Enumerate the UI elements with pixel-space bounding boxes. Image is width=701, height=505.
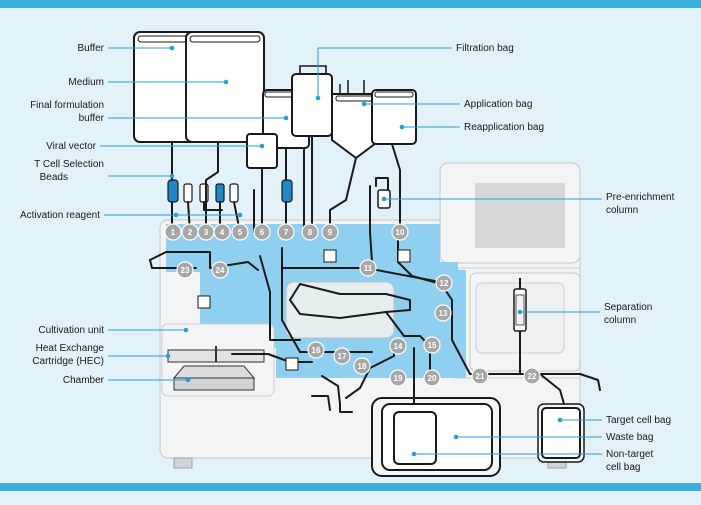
valve-14-label: 14 xyxy=(394,342,403,351)
medium-bag xyxy=(185,31,265,143)
valve-19-label: 19 xyxy=(394,374,403,383)
valve-4-label: 4 xyxy=(220,228,225,237)
valve-22-circle xyxy=(523,367,541,385)
label-waste-bag: Waste bag xyxy=(606,432,653,443)
valve-6-label: 6 xyxy=(260,228,265,237)
label-tcell-beads-line2: Beads xyxy=(40,172,68,183)
display-screen xyxy=(475,183,565,248)
label-separation-line1: Separation xyxy=(604,302,652,313)
label-final-formulation-line2: buffer xyxy=(79,113,105,124)
filtration-bag xyxy=(291,73,333,137)
valve-18-circle xyxy=(353,357,371,375)
chamber xyxy=(172,365,256,391)
leader-dots xyxy=(165,45,563,457)
label-chamber: Chamber xyxy=(63,375,105,386)
label-hec-line2: Cartridge (HEC) xyxy=(32,356,104,367)
valve-23-label: 23 xyxy=(181,266,190,275)
valve-6-circle xyxy=(253,223,271,241)
label-medium: Medium xyxy=(68,77,104,88)
top-band xyxy=(0,0,701,8)
left-labels: Buffer Medium Final formulation buffer V… xyxy=(20,43,105,386)
valve-17-circle xyxy=(333,347,351,365)
valve-8-circle xyxy=(301,223,319,241)
valve-10-label: 10 xyxy=(396,228,405,237)
foot-left xyxy=(173,457,193,469)
valve-5-circle xyxy=(231,223,249,241)
valve-13-circle xyxy=(434,304,452,322)
label-separation-line2: column xyxy=(604,315,636,326)
label-application-bag: Application bag xyxy=(464,99,532,110)
valve-16-circle xyxy=(307,341,325,359)
valve-17-label: 17 xyxy=(338,352,347,361)
target-cell-bag xyxy=(541,407,581,459)
reapplication-bag xyxy=(371,89,417,145)
bottom-band xyxy=(0,483,701,491)
valve-3-label: 3 xyxy=(204,228,209,237)
label-hec-line1: Heat Exchange xyxy=(36,343,105,354)
valve-21-circle xyxy=(471,367,489,385)
valve-13-label: 13 xyxy=(439,309,448,318)
valve-12-label: 12 xyxy=(440,279,449,288)
label-non-target-line2: cell bag xyxy=(606,462,640,473)
valve-14-circle xyxy=(389,337,407,355)
valve-5-label: 5 xyxy=(238,228,243,237)
viral-vector-bag xyxy=(246,133,278,169)
leader-lines xyxy=(100,47,602,455)
label-cultivation-unit: Cultivation unit xyxy=(38,325,104,336)
valve-11-circle xyxy=(359,259,377,277)
label-buffer: Buffer xyxy=(78,43,105,54)
valve-10-circle xyxy=(391,223,409,241)
label-filtration-bag: Filtration bag xyxy=(456,43,514,54)
separation-column xyxy=(475,278,565,354)
valve-1-circle xyxy=(164,223,182,241)
valve-7-label: 7 xyxy=(284,228,289,237)
valve-18-label: 18 xyxy=(358,362,367,371)
valve-20-circle xyxy=(423,369,441,387)
label-target-cell-bag: Target cell bag xyxy=(606,415,671,426)
valve-15-label: 15 xyxy=(428,341,437,350)
valve-12-circle xyxy=(435,274,453,292)
valve-8-label: 8 xyxy=(308,228,313,237)
pinch-valves xyxy=(197,249,411,371)
label-tcell-beads-line1: T Cell Selection xyxy=(34,159,104,170)
label-pre-enrichment-line2: column xyxy=(606,205,638,216)
right-labels: Filtration bag Application bag Reapplica… xyxy=(456,43,675,473)
valve-15-circle xyxy=(423,336,441,354)
valve-23-circle xyxy=(176,261,194,279)
valve-16-label: 16 xyxy=(312,346,321,355)
label-non-target-line1: Non-target xyxy=(606,449,653,460)
non-target-cell-bag xyxy=(393,411,437,465)
valve-24-circle xyxy=(211,261,229,279)
valve-1-label: 1 xyxy=(171,228,176,237)
valve-4-circle xyxy=(213,223,231,241)
valve-9-circle xyxy=(321,223,339,241)
valve-7-circle xyxy=(277,223,295,241)
label-pre-enrichment-line1: Pre-enrichment xyxy=(606,192,675,203)
valve-2-label: 2 xyxy=(188,228,193,237)
valve-11-label: 11 xyxy=(364,264,373,273)
valve-24-label: 24 xyxy=(216,266,225,275)
valve-9-label: 9 xyxy=(328,228,333,237)
reagent-tubes xyxy=(167,179,293,203)
valve-21-label: 21 xyxy=(476,372,485,381)
valve-19-circle xyxy=(389,369,407,387)
valve-22-label: 22 xyxy=(528,372,537,381)
label-final-formulation-line1: Final formulation xyxy=(30,100,104,111)
valve-20-label: 20 xyxy=(428,374,437,383)
label-reapplication-bag: Reapplication bag xyxy=(464,122,544,133)
label-viral-vector: Viral vector xyxy=(46,141,97,152)
centrifuge-window xyxy=(285,281,395,339)
label-activation-reagent: Activation reagent xyxy=(20,210,100,221)
